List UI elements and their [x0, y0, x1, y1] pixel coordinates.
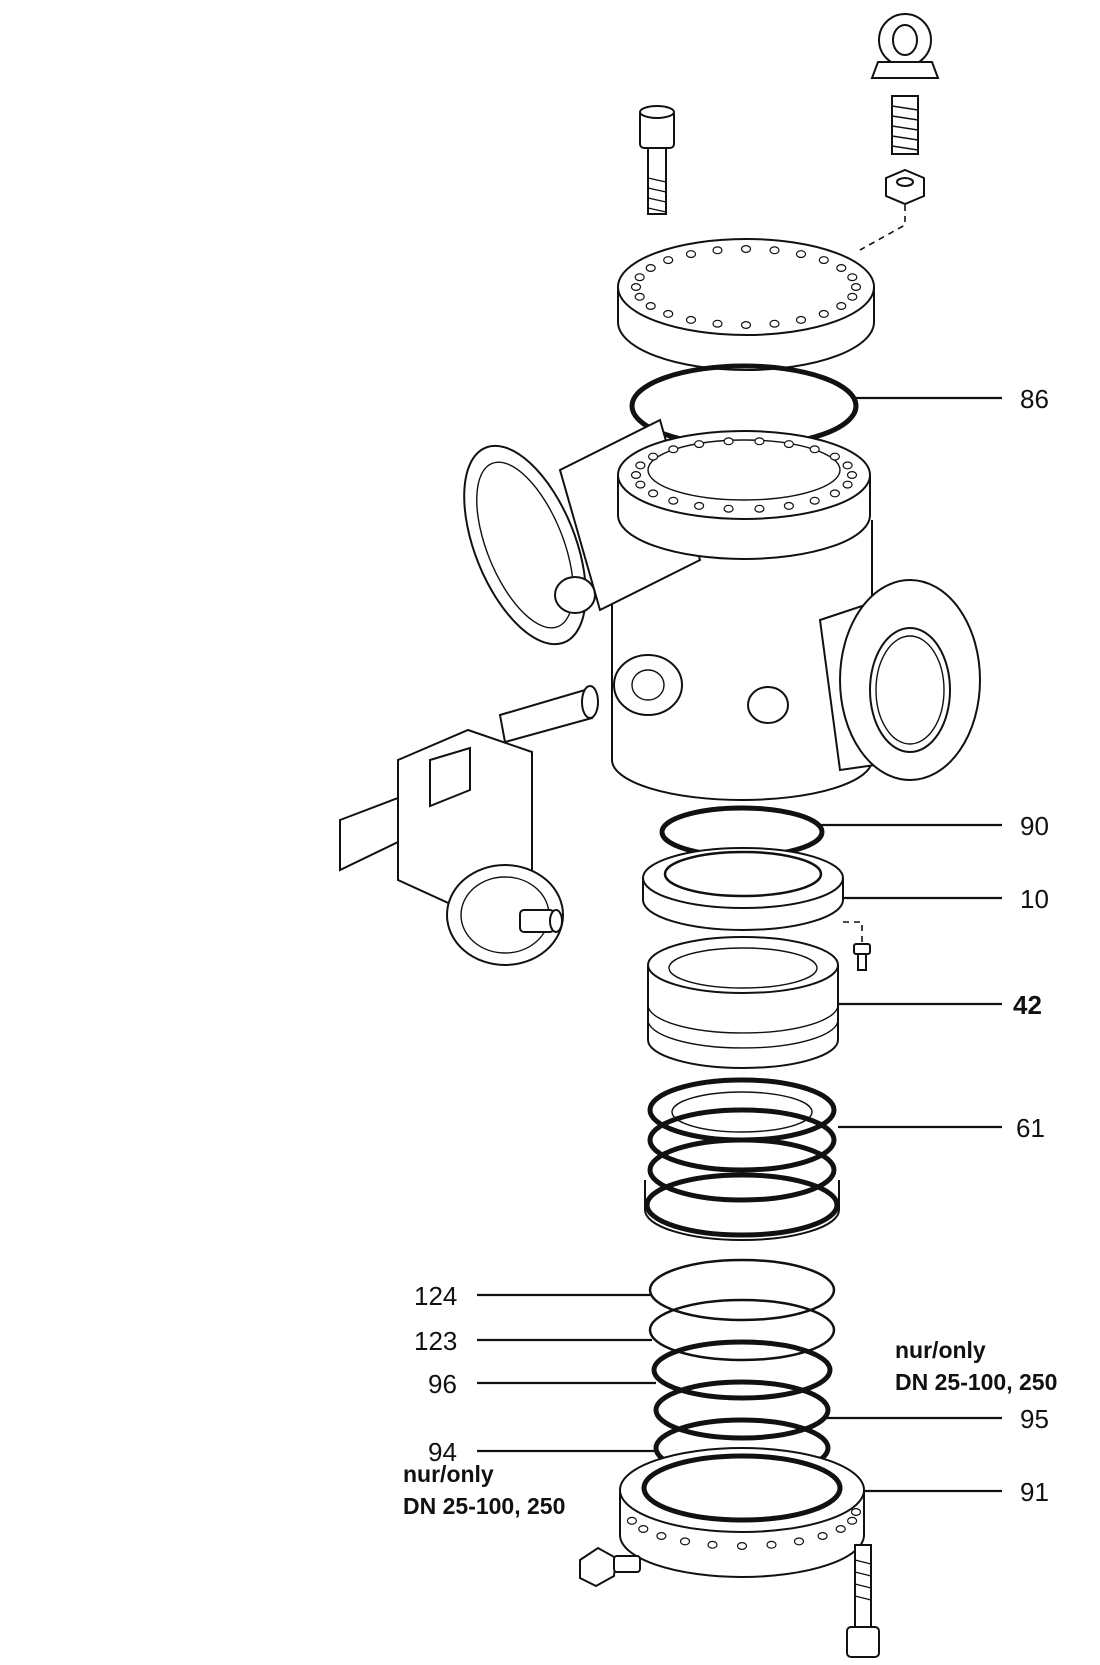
bolt-hole — [668, 496, 679, 505]
bolt-hole — [740, 321, 752, 330]
note-left-line2: DN 25-100, 250 — [403, 1493, 565, 1519]
o-ring-95 — [653, 1379, 831, 1441]
bolt-hole — [634, 292, 645, 301]
note-left-line1: nur/only — [403, 1461, 494, 1487]
callout-124: 124 — [414, 1281, 457, 1311]
bolt-hole — [850, 283, 862, 292]
part-42-piston — [647, 936, 839, 1069]
actuator-assembly — [339, 685, 599, 966]
bottom-flange-bolt-holes — [626, 1507, 862, 1550]
part-91-bottom-flange — [619, 1447, 865, 1578]
bolt-hole — [829, 452, 841, 461]
part-61-spring — [644, 1077, 840, 1241]
bolt-hole — [712, 319, 723, 328]
note-right-line1: nur/only — [895, 1337, 986, 1363]
bolt-hole — [783, 440, 795, 449]
bolt-hole — [679, 1537, 691, 1546]
bolt-hole — [635, 480, 646, 489]
bolt-hole — [754, 504, 765, 513]
bolt-hole — [723, 437, 734, 446]
bolt-hole — [663, 256, 674, 265]
bolt-hole — [707, 1540, 718, 1549]
note-right-line2: DN 25-100, 250 — [895, 1369, 1057, 1395]
eye-bolt — [870, 13, 940, 206]
part-10-seat-ring — [642, 847, 844, 931]
bolt-hole — [685, 315, 697, 324]
bolt-hole — [793, 1537, 805, 1546]
top-cover-flange — [617, 238, 875, 371]
bolt-hole — [693, 501, 705, 510]
ring-124 — [648, 1258, 836, 1322]
bolt-hole — [638, 1524, 649, 1533]
bolt-hole — [818, 256, 829, 265]
bolt-hole — [645, 264, 656, 273]
ring-123 — [648, 1298, 836, 1362]
callout-42: 42 — [1013, 990, 1042, 1020]
bolt-hole — [829, 489, 841, 498]
callout-91: 91 — [1020, 1477, 1049, 1507]
bolt-hole — [740, 245, 752, 254]
bolt-hole — [769, 319, 780, 328]
bolt-hole — [847, 273, 858, 282]
callout-10: 10 — [1020, 884, 1049, 914]
bolt-hole — [647, 452, 659, 461]
bolt-hole — [795, 250, 807, 259]
bolt-hole — [769, 246, 780, 255]
bolt-hole — [634, 273, 645, 282]
bolt-hole — [663, 309, 674, 318]
bolt-hole — [836, 264, 847, 273]
bolt-hole — [847, 292, 858, 301]
bolt-hole — [712, 246, 723, 255]
bolt-hole — [630, 283, 642, 292]
o-ring-96 — [651, 1339, 833, 1401]
bolt-hole — [647, 489, 659, 498]
bolt-hole — [685, 250, 697, 259]
callout-90: 90 — [1020, 811, 1049, 841]
flange-bolt-holes — [630, 437, 858, 513]
bolt-hole — [736, 1541, 748, 1550]
callout-86: 86 — [1020, 384, 1049, 414]
bolt-hole — [846, 1516, 858, 1525]
bolt-hole — [795, 315, 807, 324]
bolt-hole — [817, 1531, 828, 1540]
screw-leader — [843, 921, 863, 942]
bolt-hole — [645, 302, 656, 311]
bolt-hole — [766, 1540, 777, 1549]
bolt-hole — [668, 445, 679, 454]
bolt-hole — [850, 1507, 862, 1516]
cap-screw-top — [639, 105, 675, 215]
bolt-hole — [846, 471, 858, 480]
bolt-hole — [809, 496, 820, 505]
bolt-hole — [626, 1516, 638, 1525]
callout-96: 96 — [428, 1369, 457, 1399]
bolt-hole — [809, 445, 820, 454]
callout-95: 95 — [1020, 1404, 1049, 1434]
eye-bolt-leader — [859, 205, 906, 251]
callout-123: 123 — [414, 1326, 457, 1356]
bolt-hole — [754, 437, 765, 446]
bolt-hole — [836, 302, 847, 311]
bolt-hole — [783, 501, 795, 510]
callout-61: 61 — [1016, 1113, 1045, 1143]
bolt-hole — [630, 471, 642, 480]
bolt-hole — [656, 1531, 667, 1540]
bolt-hole — [835, 1524, 846, 1533]
bolt-hole — [818, 309, 829, 318]
bolt-hole — [635, 461, 646, 470]
callout-94: 94 — [428, 1437, 457, 1467]
bolt-hole — [723, 504, 734, 513]
cap-screw-bottom — [846, 1544, 880, 1658]
plug-screw — [579, 1546, 641, 1588]
valve-body — [463, 418, 981, 801]
bolt-hole — [842, 480, 853, 489]
cover-bolt-holes — [630, 245, 862, 330]
small-screw — [853, 943, 871, 971]
bolt-hole — [693, 440, 705, 449]
bolt-hole — [842, 461, 853, 470]
